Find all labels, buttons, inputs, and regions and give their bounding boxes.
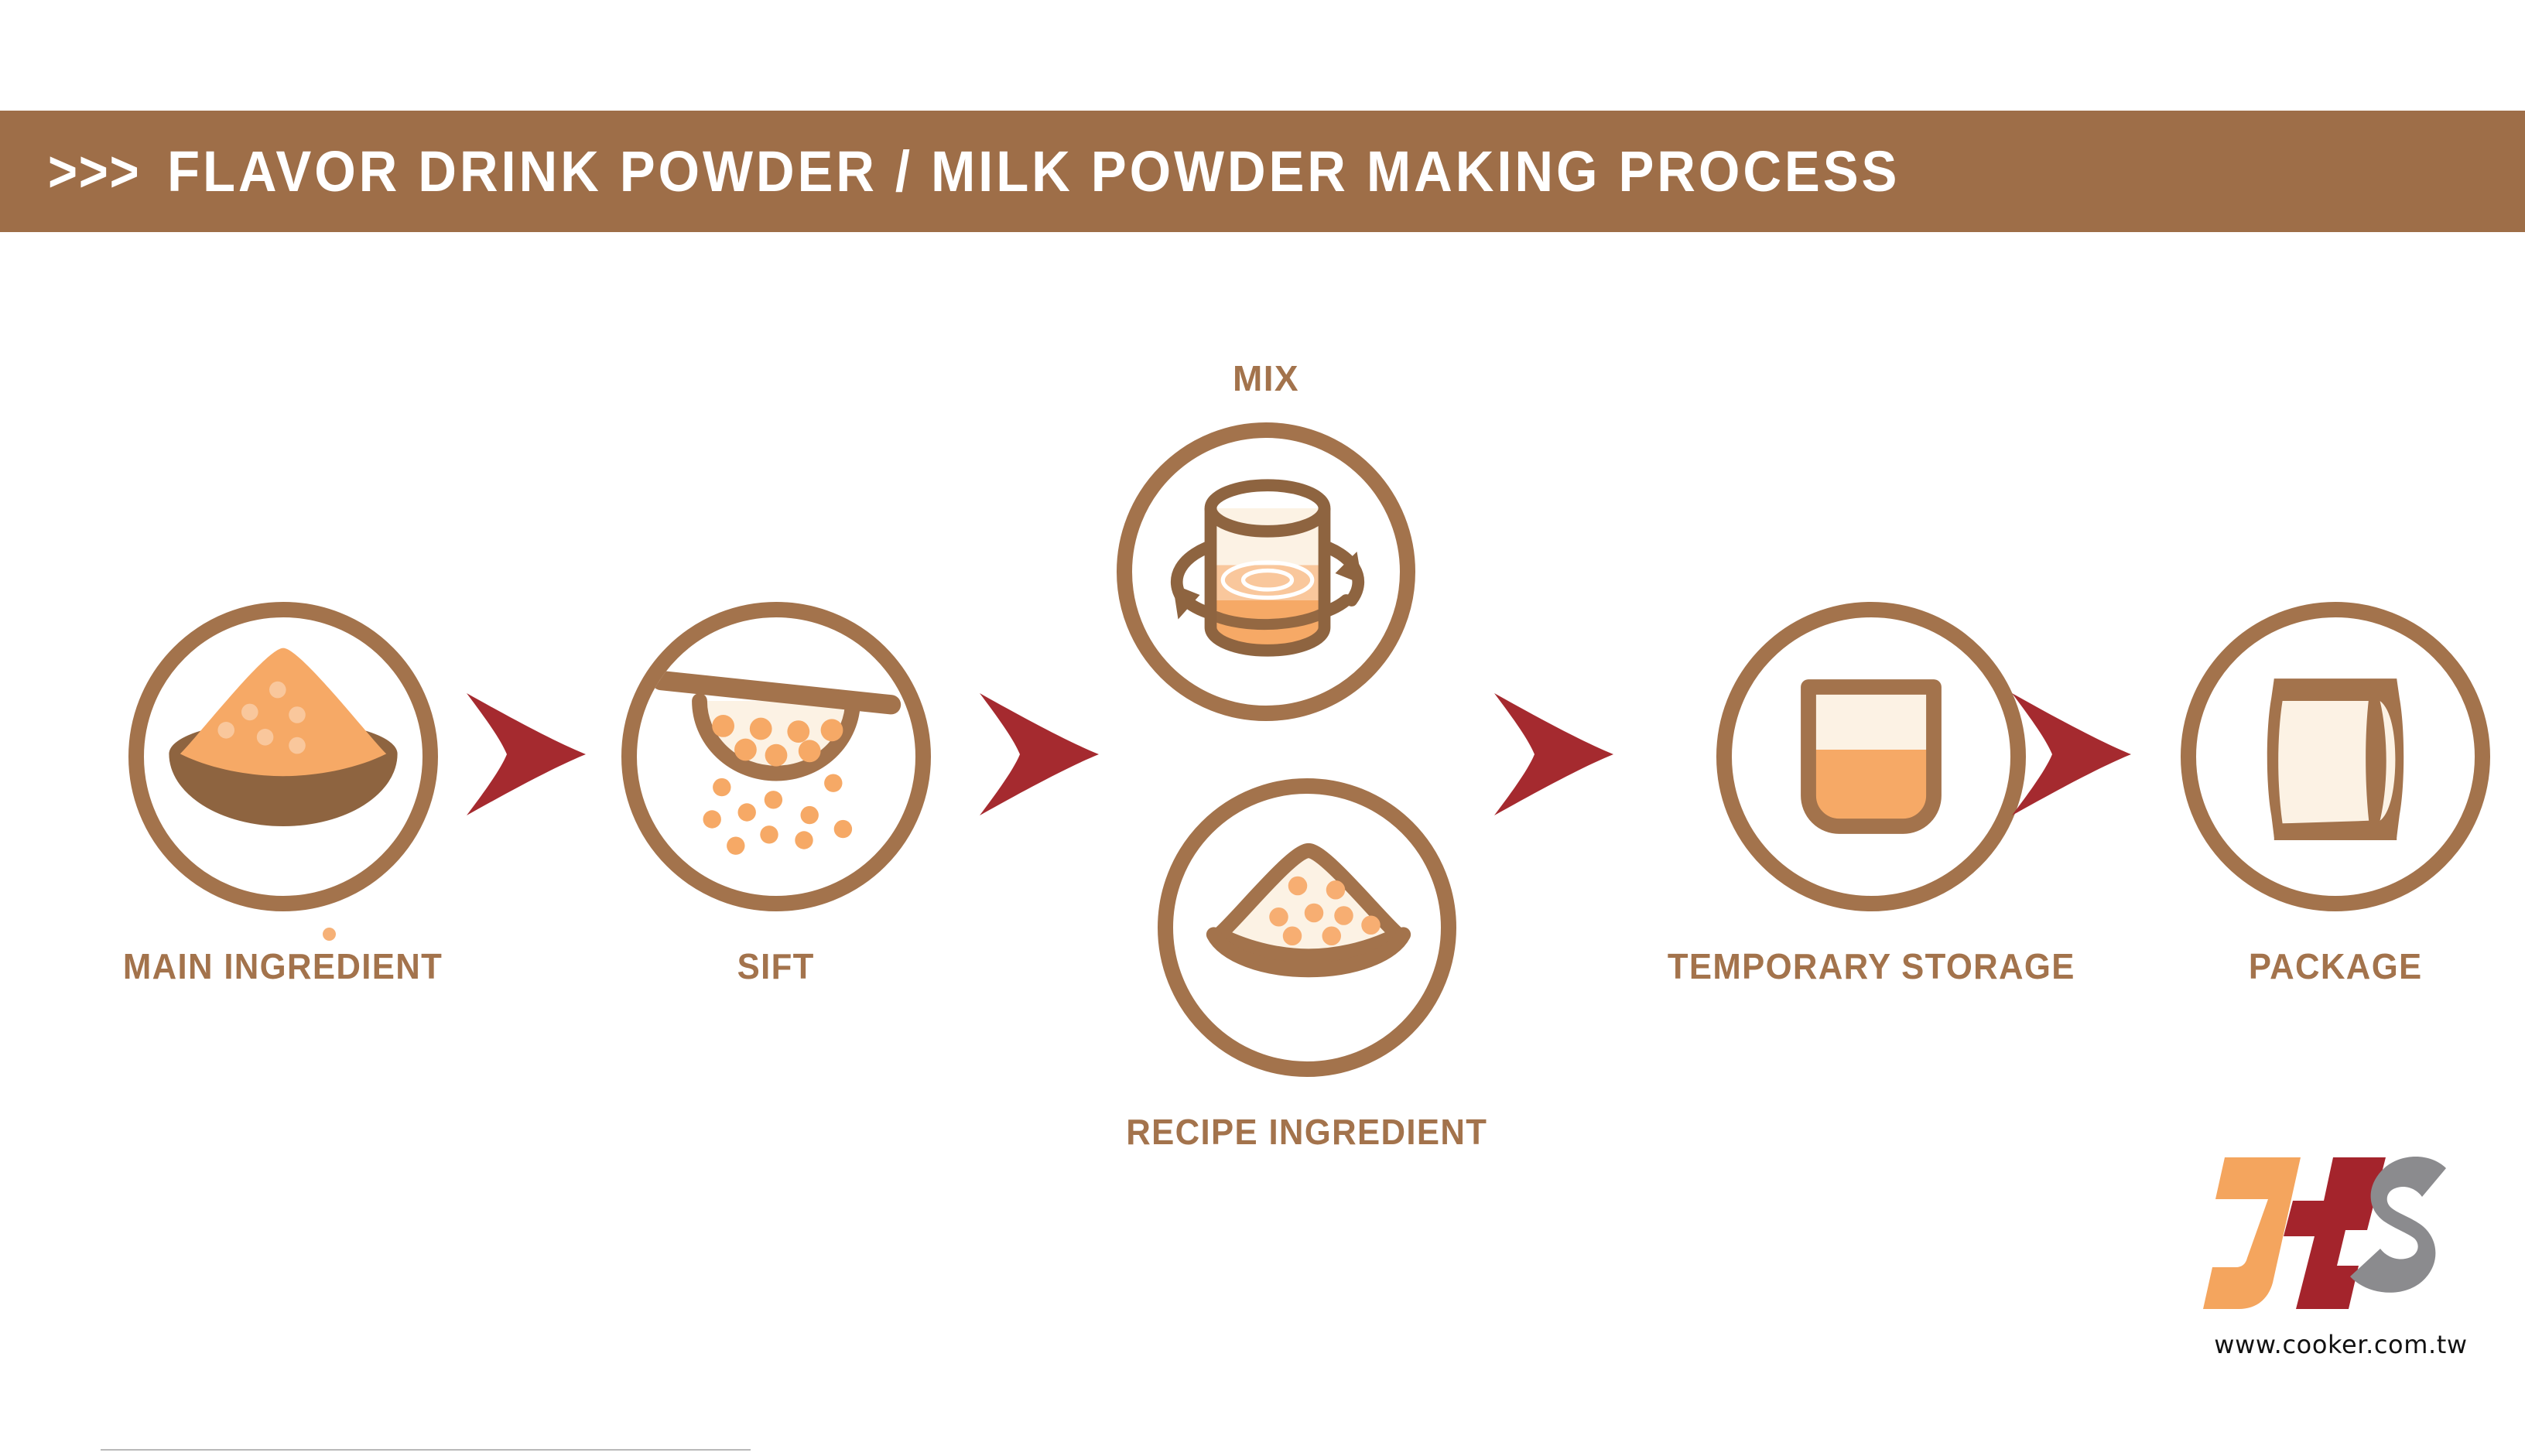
header-banner: >>> FLAVOR DRINK POWDER / MILK POWDER MA…	[0, 111, 2525, 232]
step-main-ingredient[interactable]: MAIN INGREDIENT	[115, 602, 451, 987]
step-label-mix: MIX	[1233, 358, 1299, 398]
chevrons-icon: >>>	[48, 138, 141, 203]
step-label-temporary-storage: TEMPORARY STORAGE	[1667, 946, 2075, 986]
bowl-of-cream-powder-icon	[1157, 778, 1456, 1077]
arrow-temporary-storage-to-package	[2012, 693, 2131, 815]
arrow-mix-to-temporary-storage	[1494, 693, 1613, 815]
pouch-bag-svg	[2267, 678, 2404, 840]
step-package[interactable]: PACKAGE	[2181, 602, 2490, 987]
storage-bin-icon	[1716, 602, 2027, 911]
jhs-logo-mark	[2203, 1157, 2446, 1309]
step-mix[interactable]: MIX	[1117, 357, 1415, 721]
mixing-drum-svg	[1170, 479, 1365, 657]
rotating-mixing-drum-icon	[1117, 422, 1415, 721]
step-label-package: PACKAGE	[2248, 946, 2423, 986]
sieve-strainer-icon	[621, 602, 931, 911]
bowl-cream-powder-svg	[1206, 842, 1411, 978]
bowl-of-orange-powder-icon	[128, 602, 438, 911]
company-logo[interactable]: www.cooker.com.tw	[2202, 1136, 2480, 1359]
storage-bin-svg	[1801, 679, 1942, 834]
pouch-bag-icon	[2181, 602, 2490, 911]
website-url[interactable]: www.cooker.com.tw	[2214, 1330, 2468, 1359]
sieve-svg	[651, 670, 902, 855]
bottom-divider	[101, 1449, 751, 1451]
page-title: FLAVOR DRINK POWDER / MILK POWDER MAKING…	[166, 138, 1901, 203]
step-label-recipe-ingredient: RECIPE INGREDIENT	[1126, 1112, 1488, 1152]
arrow-main-ingredient-to-sift	[467, 693, 586, 815]
step-label-sift: SIFT	[737, 946, 815, 986]
orange-speck-decoration	[323, 928, 336, 941]
step-sift[interactable]: SIFT	[621, 602, 931, 987]
step-label-main-ingredient: MAIN INGREDIENT	[122, 946, 443, 986]
bowl-orange-powder-svg	[168, 648, 398, 826]
step-temporary-storage[interactable]: TEMPORARY STORAGE	[1657, 602, 2086, 987]
step-recipe-ingredient[interactable]: RECIPE INGREDIENT	[1117, 778, 1497, 1153]
arrow-sift-to-mix	[980, 693, 1099, 815]
